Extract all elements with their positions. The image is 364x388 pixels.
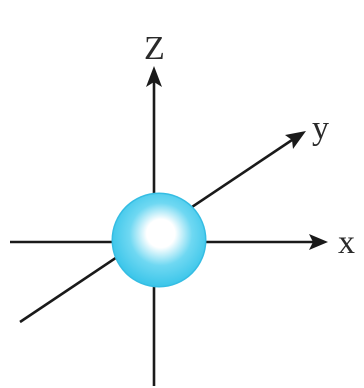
x-axis-label: x bbox=[338, 224, 355, 261]
y-axis-arrowhead bbox=[285, 131, 306, 149]
s-orbital-sphere bbox=[113, 194, 205, 286]
z-axis-label: Z bbox=[144, 30, 165, 67]
z-axis-arrowhead bbox=[146, 66, 162, 87]
y-axis-label: y bbox=[312, 110, 329, 147]
x-axis-arrowhead bbox=[309, 234, 328, 250]
